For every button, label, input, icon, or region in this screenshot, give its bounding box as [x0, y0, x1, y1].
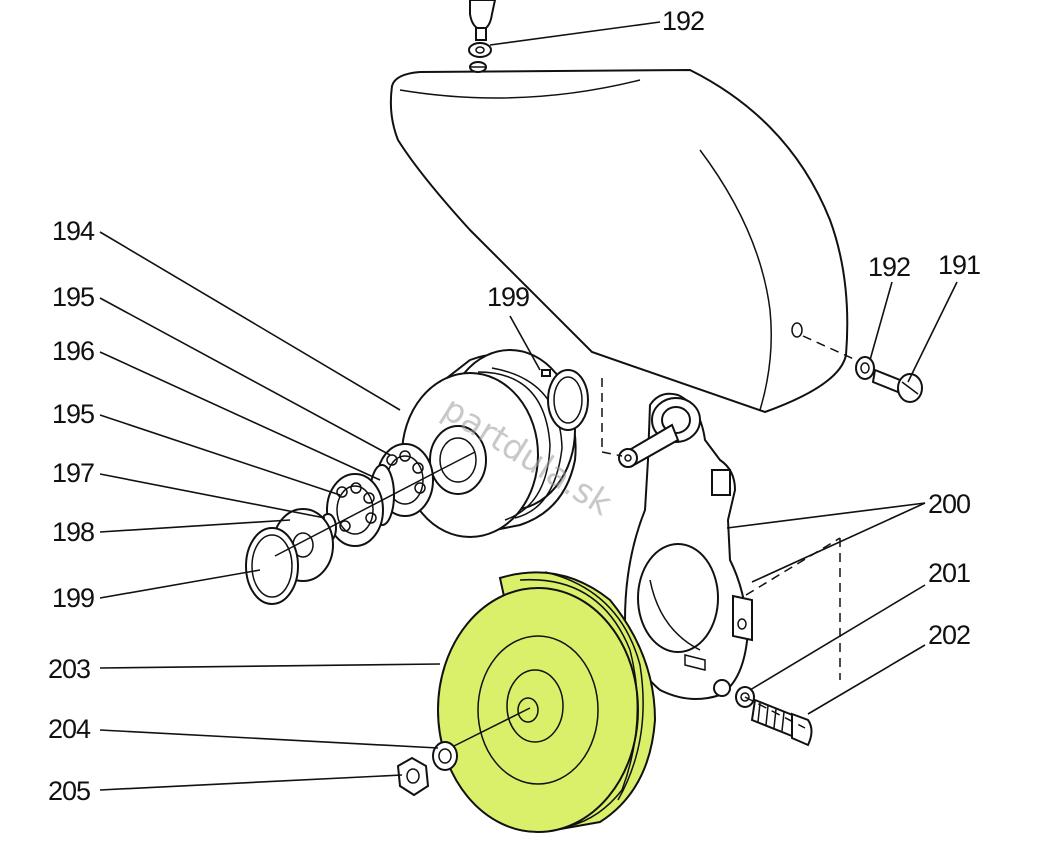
guard-screw-right	[802, 335, 923, 403]
callout-192-top: 192	[662, 6, 704, 36]
retaining-parts	[245, 469, 441, 605]
callout-labels: 192 192 191 194 195 196 195 197 198 199 …	[48, 6, 981, 806]
pulley-fasteners	[396, 741, 458, 797]
highlighted-double-pulley-203	[437, 571, 657, 833]
callout-191: 191	[938, 250, 980, 280]
upper-circlip	[541, 369, 589, 431]
callout-200: 200	[928, 489, 970, 519]
callout-203: 203	[48, 654, 90, 684]
callout-205: 205	[48, 776, 90, 806]
callout-194: 194	[52, 216, 95, 246]
leader-lines	[99, 21, 958, 791]
upper-double-pulley	[401, 349, 577, 538]
arm-bolt-assembly	[735, 686, 813, 747]
callout-192-right: 192	[868, 252, 910, 282]
top-screw-and-washer	[468, 0, 497, 73]
tensioner-arm	[618, 392, 753, 700]
belt-guard-cover	[389, 68, 849, 414]
callout-201: 201	[928, 558, 970, 588]
callout-199-top: 199	[487, 282, 529, 312]
callout-204: 204	[48, 714, 91, 744]
callout-202: 202	[928, 620, 970, 650]
callout-199-left: 199	[52, 583, 94, 613]
assembly-center-lines	[601, 378, 841, 729]
callout-197: 197	[52, 458, 94, 488]
callout-195-a: 195	[52, 282, 94, 312]
callout-195-b: 195	[52, 399, 94, 429]
callout-198: 198	[52, 517, 94, 547]
callout-196: 196	[52, 336, 94, 366]
bearing-stack	[326, 443, 434, 547]
